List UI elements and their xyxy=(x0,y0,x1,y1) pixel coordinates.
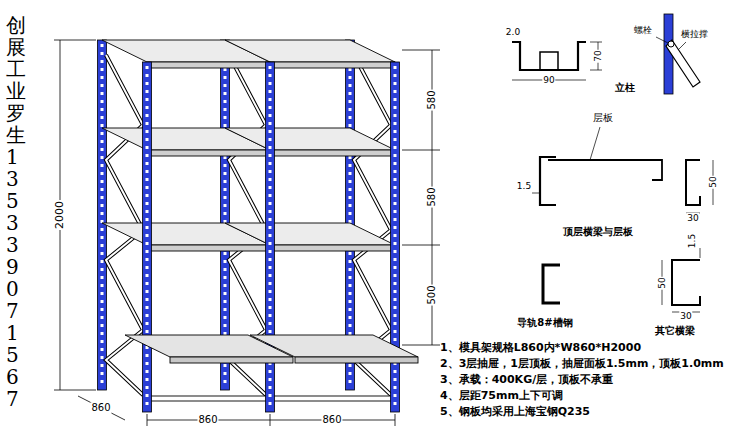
dimension: 50 xyxy=(657,276,667,289)
spec-note: 1、模具架规格L860内*W860*H2000 xyxy=(440,342,641,355)
dimension: 860 xyxy=(90,402,111,414)
front-upright xyxy=(143,62,152,412)
shelf-plate xyxy=(147,150,270,156)
shelf-plate xyxy=(147,62,270,68)
upright-profile xyxy=(590,70,602,71)
dimension: 500 xyxy=(426,284,438,305)
drawer-plate xyxy=(250,335,418,357)
shelf-plate xyxy=(270,245,395,251)
shelf-plate xyxy=(270,62,395,68)
spec-note: 5、钢板均采用上海宝钢Q235 xyxy=(440,406,590,419)
front-upright xyxy=(146,66,149,408)
beam-profile xyxy=(686,160,700,205)
dimension-line xyxy=(147,420,395,421)
dimension: 860 xyxy=(197,414,218,426)
figure-caption: 其它横梁 xyxy=(655,325,695,337)
dimension-line xyxy=(54,40,440,426)
upright-profile xyxy=(512,42,602,80)
shelf-plate xyxy=(270,150,395,156)
shelf-plate xyxy=(147,245,270,251)
spec-note: 2、3层抽屉，1层顶板，抽屉面板1.5mm，顶板1.0mm xyxy=(440,358,724,371)
brace-detail xyxy=(656,14,700,94)
dimension-line xyxy=(402,245,440,246)
dimension: 2000 xyxy=(54,200,67,230)
beam-profile xyxy=(540,157,556,205)
upright-profile xyxy=(590,42,602,43)
channel-profile xyxy=(543,265,560,303)
channel-profile xyxy=(700,248,701,258)
brace-detail xyxy=(668,41,674,47)
back-upright xyxy=(101,44,104,386)
figure-caption: 顶层横梁与层板 xyxy=(563,226,633,238)
shelf-plate xyxy=(225,223,395,245)
spec-note: 4、层距75mm上下可调 xyxy=(440,390,563,403)
dimension: 70 xyxy=(593,49,603,62)
dimension-line xyxy=(54,40,96,41)
dimension: 580 xyxy=(426,89,438,110)
upright-profile xyxy=(540,52,558,70)
dimension: 2.0 xyxy=(506,27,520,37)
brace-detail xyxy=(678,42,686,50)
brace-detail xyxy=(656,37,668,43)
beam-profile xyxy=(532,127,713,213)
back-upright xyxy=(98,40,107,390)
dimension: 90 xyxy=(542,75,555,85)
vendor-contact: 创展工业罗生135339071567 xyxy=(6,14,26,410)
drawer-plate xyxy=(170,357,293,363)
dimension: 30 xyxy=(679,311,692,321)
dimension-line xyxy=(402,345,440,346)
spec-note: 3、承载：400KG/层，顶板不承重 xyxy=(440,374,613,387)
part-name: 横拉撑 xyxy=(681,29,708,39)
part-name: 立柱 xyxy=(615,82,635,94)
drawer-plate xyxy=(125,335,418,363)
part-name: 螺栓 xyxy=(634,25,652,35)
dimension: 30 xyxy=(686,213,699,223)
drawer-plate xyxy=(295,357,418,363)
dimension: 580 xyxy=(426,186,438,207)
beam-profile xyxy=(532,193,540,194)
dimension-line xyxy=(78,396,125,420)
beam-profile xyxy=(548,160,662,180)
upright-profile xyxy=(512,42,586,70)
dimension: 1.5 xyxy=(517,181,531,191)
dimension: 860 xyxy=(321,414,342,426)
channel-profile xyxy=(543,248,700,312)
shelf-plate xyxy=(225,40,395,62)
brace-detail xyxy=(666,40,700,87)
dimension-line xyxy=(402,50,440,51)
shelf-plate xyxy=(225,128,395,150)
dimension: 50 xyxy=(708,175,718,188)
dimension-line xyxy=(54,390,96,391)
dimension: 1.5 xyxy=(687,234,697,248)
channel-profile xyxy=(672,260,700,305)
beam-profile xyxy=(590,127,600,160)
figure-caption: 导轨8#槽钢 xyxy=(517,317,572,329)
dimension-line xyxy=(402,150,440,151)
part-name: 层板 xyxy=(593,112,613,124)
